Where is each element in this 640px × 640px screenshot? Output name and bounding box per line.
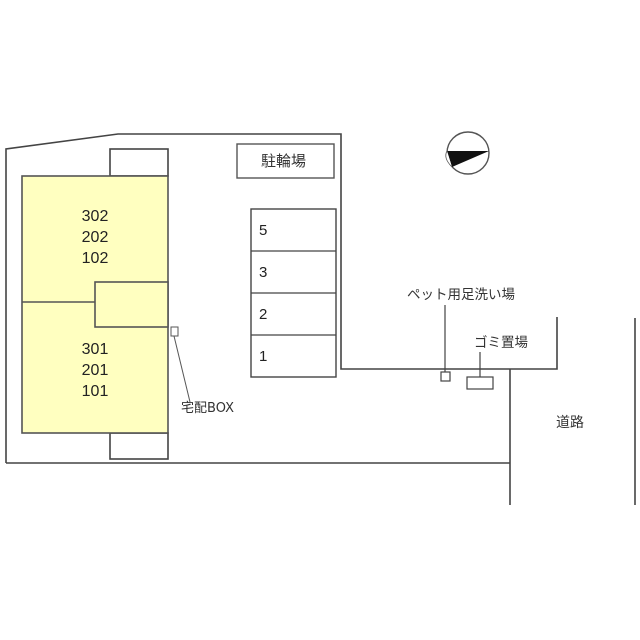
bicycle-parking-label: 駐輪場 (261, 152, 307, 170)
building-notch (94, 281, 169, 328)
parking-stall-1: 1 (259, 348, 268, 365)
parking-stall-5: 5 (259, 222, 268, 239)
unit-201: 201 (81, 362, 109, 379)
stair-bottom (109, 432, 169, 460)
unit-302: 302 (81, 208, 109, 225)
delivery-box-label: 宅配BOX (181, 401, 234, 416)
unit-102: 102 (81, 250, 109, 267)
unit-301: 301 (81, 341, 109, 358)
garbage-marker (466, 376, 494, 390)
property-boundary (5, 133, 558, 463)
garbage-area-label: ゴミ置場 (474, 335, 528, 351)
delivery-box-marker (170, 326, 179, 337)
stair-top (109, 148, 169, 177)
unit-101: 101 (81, 383, 109, 400)
pet-foot-wash-label: ペット用足洗い場 (407, 287, 515, 303)
unit-202: 202 (81, 229, 109, 246)
upper-units-label: 302 202 102 (70, 206, 120, 269)
road-label: 道路 (556, 415, 584, 431)
parking-stall-2: 2 (259, 306, 268, 323)
lower-units-label: 301 201 101 (70, 339, 120, 402)
delivery-box-leader (173, 335, 191, 403)
parking-stall-3: 3 (259, 264, 268, 281)
north-arrow-icon (445, 131, 490, 175)
bicycle-parking-box (236, 143, 335, 179)
pet-wash-marker (440, 371, 451, 382)
